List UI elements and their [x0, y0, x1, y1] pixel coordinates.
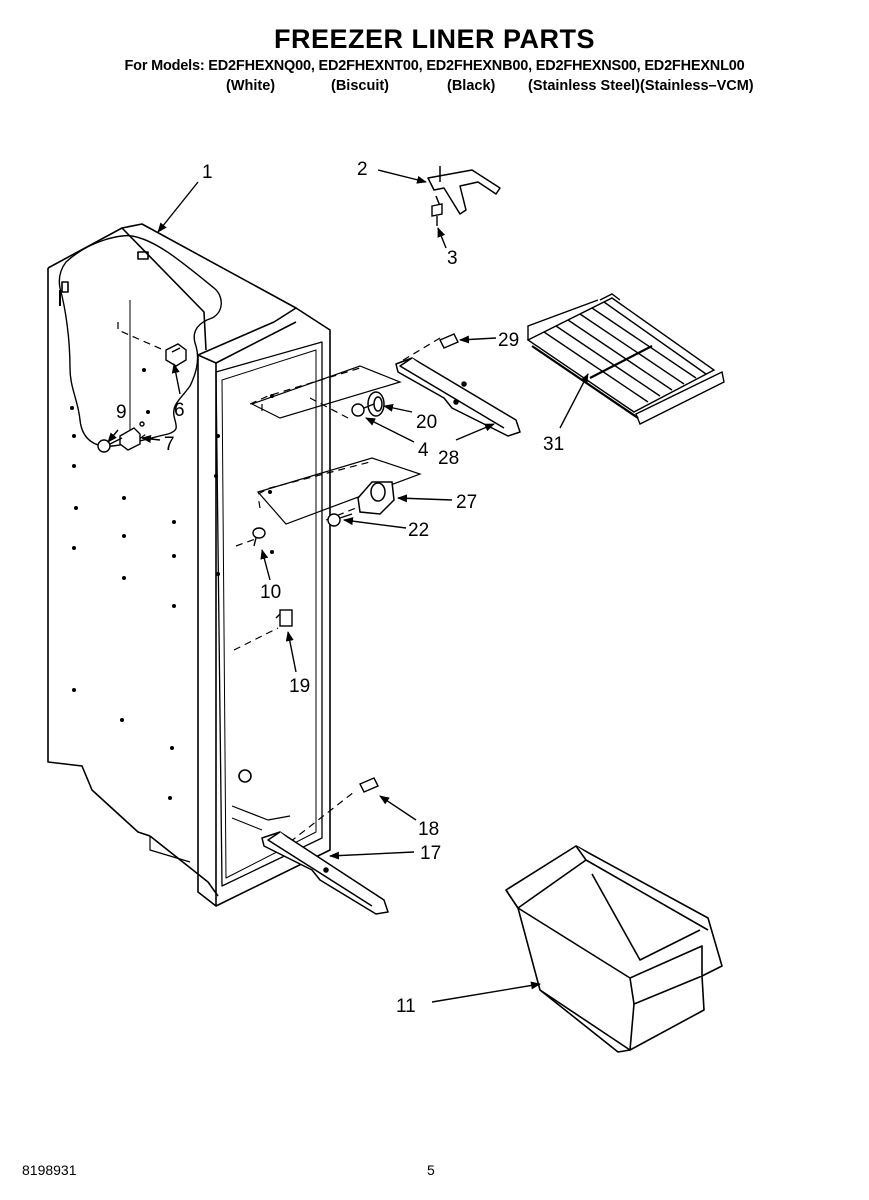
- callout-19: 19: [289, 676, 310, 697]
- freezer-liner: [47, 223, 331, 907]
- variant-stainless: (Stainless Steel)(Stainless–VCM): [528, 78, 754, 94]
- mounting-plates: [250, 365, 422, 525]
- part-29-screw: [439, 333, 459, 349]
- part-27-roller: [357, 481, 395, 515]
- callout-2: 2: [357, 159, 368, 180]
- models-line: For Models: ED2FHEXNQ00, ED2FHEXNT00, ED…: [124, 58, 745, 74]
- part-4-screw: [351, 403, 375, 417]
- callout-10: 10: [260, 582, 281, 603]
- page-title: FREEZER LINER PARTS: [273, 24, 595, 54]
- part-28-slide: [395, 357, 521, 437]
- part-19-clip: [275, 609, 293, 627]
- callout-6: 6: [174, 400, 185, 421]
- variant-white: (White): [226, 78, 276, 94]
- leader-lines: [107, 169, 589, 1003]
- variant-biscuit: (Biscuit): [331, 78, 389, 94]
- part-3-screw: [431, 203, 443, 226]
- part-31-wire-shelf: [526, 293, 725, 425]
- page-number: 5: [427, 1162, 435, 1178]
- callout-20: 20: [416, 412, 437, 433]
- callout-7: 7: [164, 434, 175, 455]
- document-number: 8198931: [22, 1162, 77, 1178]
- part-6-clip: [165, 343, 187, 367]
- part-18-screw: [359, 777, 379, 793]
- part-17-slide: [261, 831, 389, 915]
- callout-22: 22: [408, 520, 429, 541]
- callout-3: 3: [447, 248, 458, 269]
- callout-31: 31: [543, 434, 564, 455]
- part-20-roller: [367, 391, 385, 417]
- callout-18: 18: [418, 819, 439, 840]
- callout-17: 17: [420, 843, 441, 864]
- callout-1: 1: [202, 162, 213, 183]
- part-10-screw: [252, 527, 266, 547]
- part-9-screw: [97, 437, 123, 453]
- callout-28: 28: [438, 448, 459, 469]
- callout-29: 29: [498, 330, 519, 351]
- callout-11: 11: [396, 996, 416, 1017]
- variant-black: (Black): [447, 78, 496, 94]
- part-11-bin: [505, 845, 723, 1053]
- callout-27: 27: [456, 492, 477, 513]
- part-22-screw: [327, 513, 353, 527]
- callout-9: 9: [116, 402, 127, 423]
- callout-4: 4: [418, 440, 429, 461]
- part-7-clip: [119, 421, 145, 451]
